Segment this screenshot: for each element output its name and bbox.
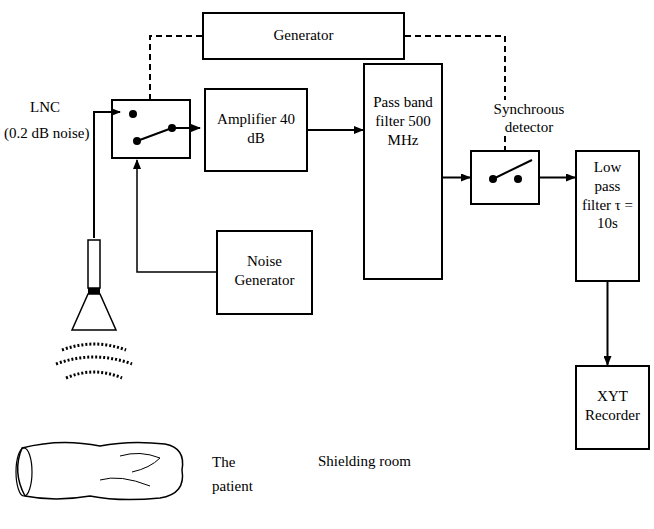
signal-arrow xyxy=(308,129,363,131)
block-label: Amplifier 40 dB xyxy=(209,110,303,148)
antenna-lead xyxy=(94,112,120,238)
switch-symbol xyxy=(472,152,538,203)
recorder-box: XYT Recorder xyxy=(575,365,650,450)
filter-box: Low pass filter τ = 10s xyxy=(575,150,640,282)
radiation-wave xyxy=(62,344,126,350)
detector-box: Synchroous detector xyxy=(470,150,540,205)
amplifier-box: Amplifier 40 dB xyxy=(204,88,308,172)
filter-box: Pass band filter 500 MHz xyxy=(363,63,443,280)
patient-label: The patient xyxy=(212,450,272,498)
block-label: Pass band filter 500 MHz xyxy=(368,93,438,149)
generator-box: Noise Generator xyxy=(216,230,313,315)
patient-outline xyxy=(16,448,32,496)
block-label: Generator xyxy=(274,26,334,45)
block-label: Noise Generator xyxy=(221,252,308,290)
antenna-waveguide xyxy=(88,240,100,288)
component-label: LNC xyxy=(30,98,60,116)
block-label: Low pass filter τ = 10s xyxy=(580,158,635,233)
room-label: Shielding room xyxy=(318,452,411,470)
radiation-wave xyxy=(66,372,122,378)
component-label: (0.2 dB noise) xyxy=(4,124,89,142)
signal-arrow xyxy=(540,177,575,179)
generator-box: Generator xyxy=(202,12,405,60)
signal-arrow xyxy=(443,177,470,179)
antenna-horn xyxy=(72,294,116,330)
switch-blade xyxy=(137,128,172,141)
signal-arrow xyxy=(172,127,200,129)
noise-line xyxy=(137,160,216,272)
signal-arrow xyxy=(607,282,609,365)
block-heading: Synchroous detector xyxy=(492,100,566,136)
block-label: XYT Recorder xyxy=(580,387,645,425)
antenna-flange xyxy=(88,288,100,294)
patient-outline xyxy=(18,442,183,499)
radiation-wave xyxy=(56,357,132,364)
switch-contact xyxy=(129,110,137,118)
patient-detail xyxy=(100,453,160,486)
control-line xyxy=(150,36,202,100)
